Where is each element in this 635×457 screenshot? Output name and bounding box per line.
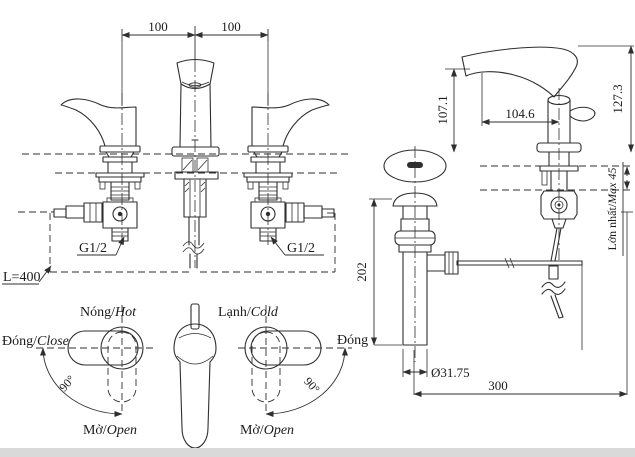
bottom-scan-band bbox=[0, 448, 635, 457]
open-label-left: Mở/Open bbox=[83, 423, 137, 438]
front-labels: G1/2 G1/2 L=400 bbox=[2, 236, 324, 285]
cold-label: Lạnh/Cold bbox=[218, 305, 279, 320]
rotation-arc-left bbox=[40, 347, 123, 417]
supply-hose-outline bbox=[18, 211, 336, 273]
side-view: 107.1 104.6 127.3 Lớn nhất/Max 45 202 Ø3… bbox=[354, 45, 634, 397]
hot-handle-front bbox=[53, 93, 145, 246]
deck-thickness-label: Lớn nhất/Max 45 bbox=[605, 168, 619, 251]
cold-handle-front bbox=[243, 93, 335, 246]
dim-drain-diameter: Ø31.75 bbox=[431, 365, 470, 380]
hot-label: Nóng/Hot bbox=[80, 305, 137, 320]
handle-operation-right: 90° Lạnh/Cold Đóng Mở/Open bbox=[218, 305, 368, 438]
dim-spout-reach: 104.6 bbox=[505, 106, 535, 121]
popup-drain bbox=[383, 146, 459, 362]
dim-100-left: 100 bbox=[148, 19, 168, 34]
inlet-thread-label-left: G1/2 bbox=[79, 241, 107, 256]
open-label-right: Mở/Open bbox=[240, 423, 294, 438]
cold-handle-open-position bbox=[251, 331, 281, 403]
lift-rod-linkage bbox=[456, 257, 583, 350]
rotation-arc-right bbox=[265, 347, 348, 417]
spout-front bbox=[171, 58, 220, 269]
dim-rod-reach: 300 bbox=[488, 378, 508, 393]
angle-label-left: 90° bbox=[56, 372, 78, 394]
angle-label-right: 90° bbox=[301, 374, 323, 396]
dim-total-height: 127.3 bbox=[610, 84, 625, 113]
drain-plug-top-view bbox=[383, 149, 447, 183]
side-lever bbox=[569, 106, 596, 122]
dim-drain-body-height: 202 bbox=[354, 262, 369, 282]
inlet-thread-label-right: G1/2 bbox=[287, 241, 315, 256]
front-view: 100 100 bbox=[2, 19, 348, 285]
faucet-side bbox=[461, 46, 596, 262]
dim-hole-spacing: 100 100 bbox=[121, 19, 269, 106]
handle-operation-left: 90° Nóng/Hot Đóng/Close Mở/Open bbox=[2, 305, 154, 438]
close-label-right: Đóng bbox=[337, 333, 368, 348]
side-dimensions: 107.1 104.6 127.3 Lớn nhất/Max 45 202 Ø3… bbox=[354, 45, 634, 397]
dim-100-right: 100 bbox=[221, 19, 241, 34]
hot-handle-open-position bbox=[107, 331, 137, 403]
close-label-left: Đóng/Close bbox=[2, 334, 69, 349]
hose-length-label: L=400 bbox=[3, 270, 40, 285]
handle-profile-center bbox=[173, 303, 217, 449]
dim-spout-outlet-height: 107.1 bbox=[435, 95, 450, 124]
